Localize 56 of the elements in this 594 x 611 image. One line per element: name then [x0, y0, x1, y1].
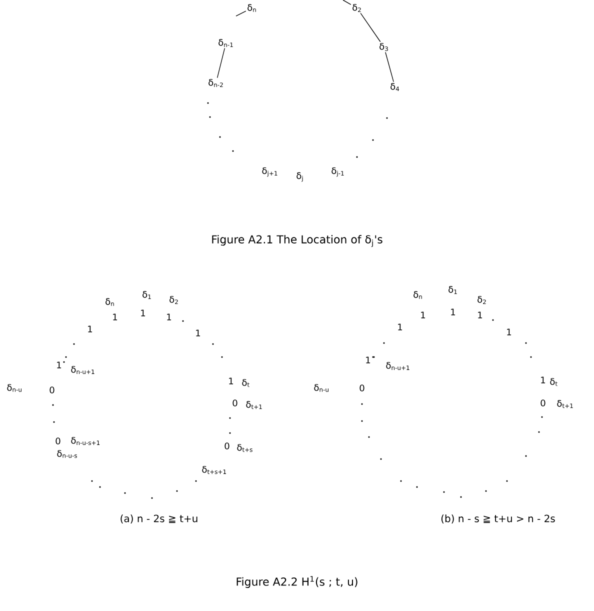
arc-line — [360, 12, 381, 42]
symbol-label: δ$_{t+1}$ — [557, 400, 573, 408]
digit-label: 1 — [57, 362, 62, 368]
symbol-label: δ$_{n}$ — [414, 291, 422, 299]
arc-line — [236, 10, 246, 16]
symbol-label: δ$_{j}$ — [296, 172, 303, 182]
symbol-label: δ$_{1}$ — [142, 291, 151, 299]
digit-label: 1 — [141, 310, 146, 316]
symbol-label: δ$_{n}$ — [106, 298, 114, 306]
symbol-label: δ$_{n-u}$ — [314, 384, 328, 392]
digit-label: 0 — [56, 438, 60, 444]
symbol-label: δ$_{1}$ — [448, 286, 457, 294]
symbol-label: δ$_{j-1}$ — [332, 167, 344, 177]
arc-line — [342, 0, 352, 5]
symbol-label: δ$_{n-u+1}$ — [71, 366, 94, 374]
digit-label: 1 — [196, 330, 200, 336]
symbol-label: δ$_{t}$ — [242, 379, 250, 387]
arc-line — [385, 52, 394, 82]
symbol-label: δ$_{t+s}$ — [237, 444, 252, 452]
symbol-label: δ$_{4}$ — [390, 83, 400, 91]
digit-label: 1 — [229, 378, 234, 384]
symbol-label: δ$_{t+1}$ — [246, 401, 262, 409]
digit-label: 1 — [113, 314, 118, 320]
subfigure-caption: (a) n - 2s ≧ t+u — [120, 514, 198, 524]
arc-line — [216, 48, 226, 78]
digit-label: 1 — [421, 312, 426, 318]
digit-label: 0 — [360, 384, 364, 392]
digit-label: 1 — [398, 324, 402, 330]
symbol-label: δ$_{2}$ — [352, 4, 361, 12]
symbol-label: δ$_{2}$ — [478, 296, 486, 304]
symbol-label: δ$_{n-u-s}$ — [57, 450, 77, 458]
digit-label: 1 — [366, 356, 370, 364]
symbol-label: δ$_{n}$ — [248, 4, 256, 12]
digit-label: 0 — [50, 386, 54, 394]
digit-label: 0 — [540, 400, 546, 406]
symbol-label: δ$_{n-u+1}$ — [386, 362, 410, 370]
digit-label: 1 — [478, 312, 482, 318]
digit-label: 1 — [451, 308, 456, 316]
digit-label: 0 — [224, 442, 230, 450]
subfigure-caption: (b) n - s ≧ t+u > n - 2s — [441, 514, 555, 524]
symbol-label: δ$_{n-u}$ — [7, 384, 22, 392]
symbol-label: δ$_{j+1}$ — [262, 167, 278, 177]
symbol-label: δ$_{n-1}$ — [218, 39, 233, 47]
figure-caption: Figure A2.1 The Location of δ$_{j}$'s — [212, 234, 382, 248]
figure-caption: Figure A2.2 H$^{1}$(s ; t, u) — [236, 576, 358, 588]
symbol-label: δ$_{n-2}$ — [208, 79, 223, 88]
digit-label: 1 — [541, 376, 546, 384]
symbol-label: δ$_{3}$ — [380, 42, 388, 52]
symbol-label: δ$_{n-u-s+1}$ — [71, 436, 100, 446]
symbol-label: δ$_{t}$ — [550, 378, 558, 386]
digit-label: 1 — [167, 314, 172, 320]
digit-label: 1 — [88, 326, 92, 332]
digit-label: 1 — [507, 328, 512, 336]
symbol-label: δ$_{2}$ — [170, 296, 178, 304]
symbol-label: δ$_{t+s+1}$ — [202, 466, 226, 474]
digit-label: 0 — [232, 400, 238, 406]
